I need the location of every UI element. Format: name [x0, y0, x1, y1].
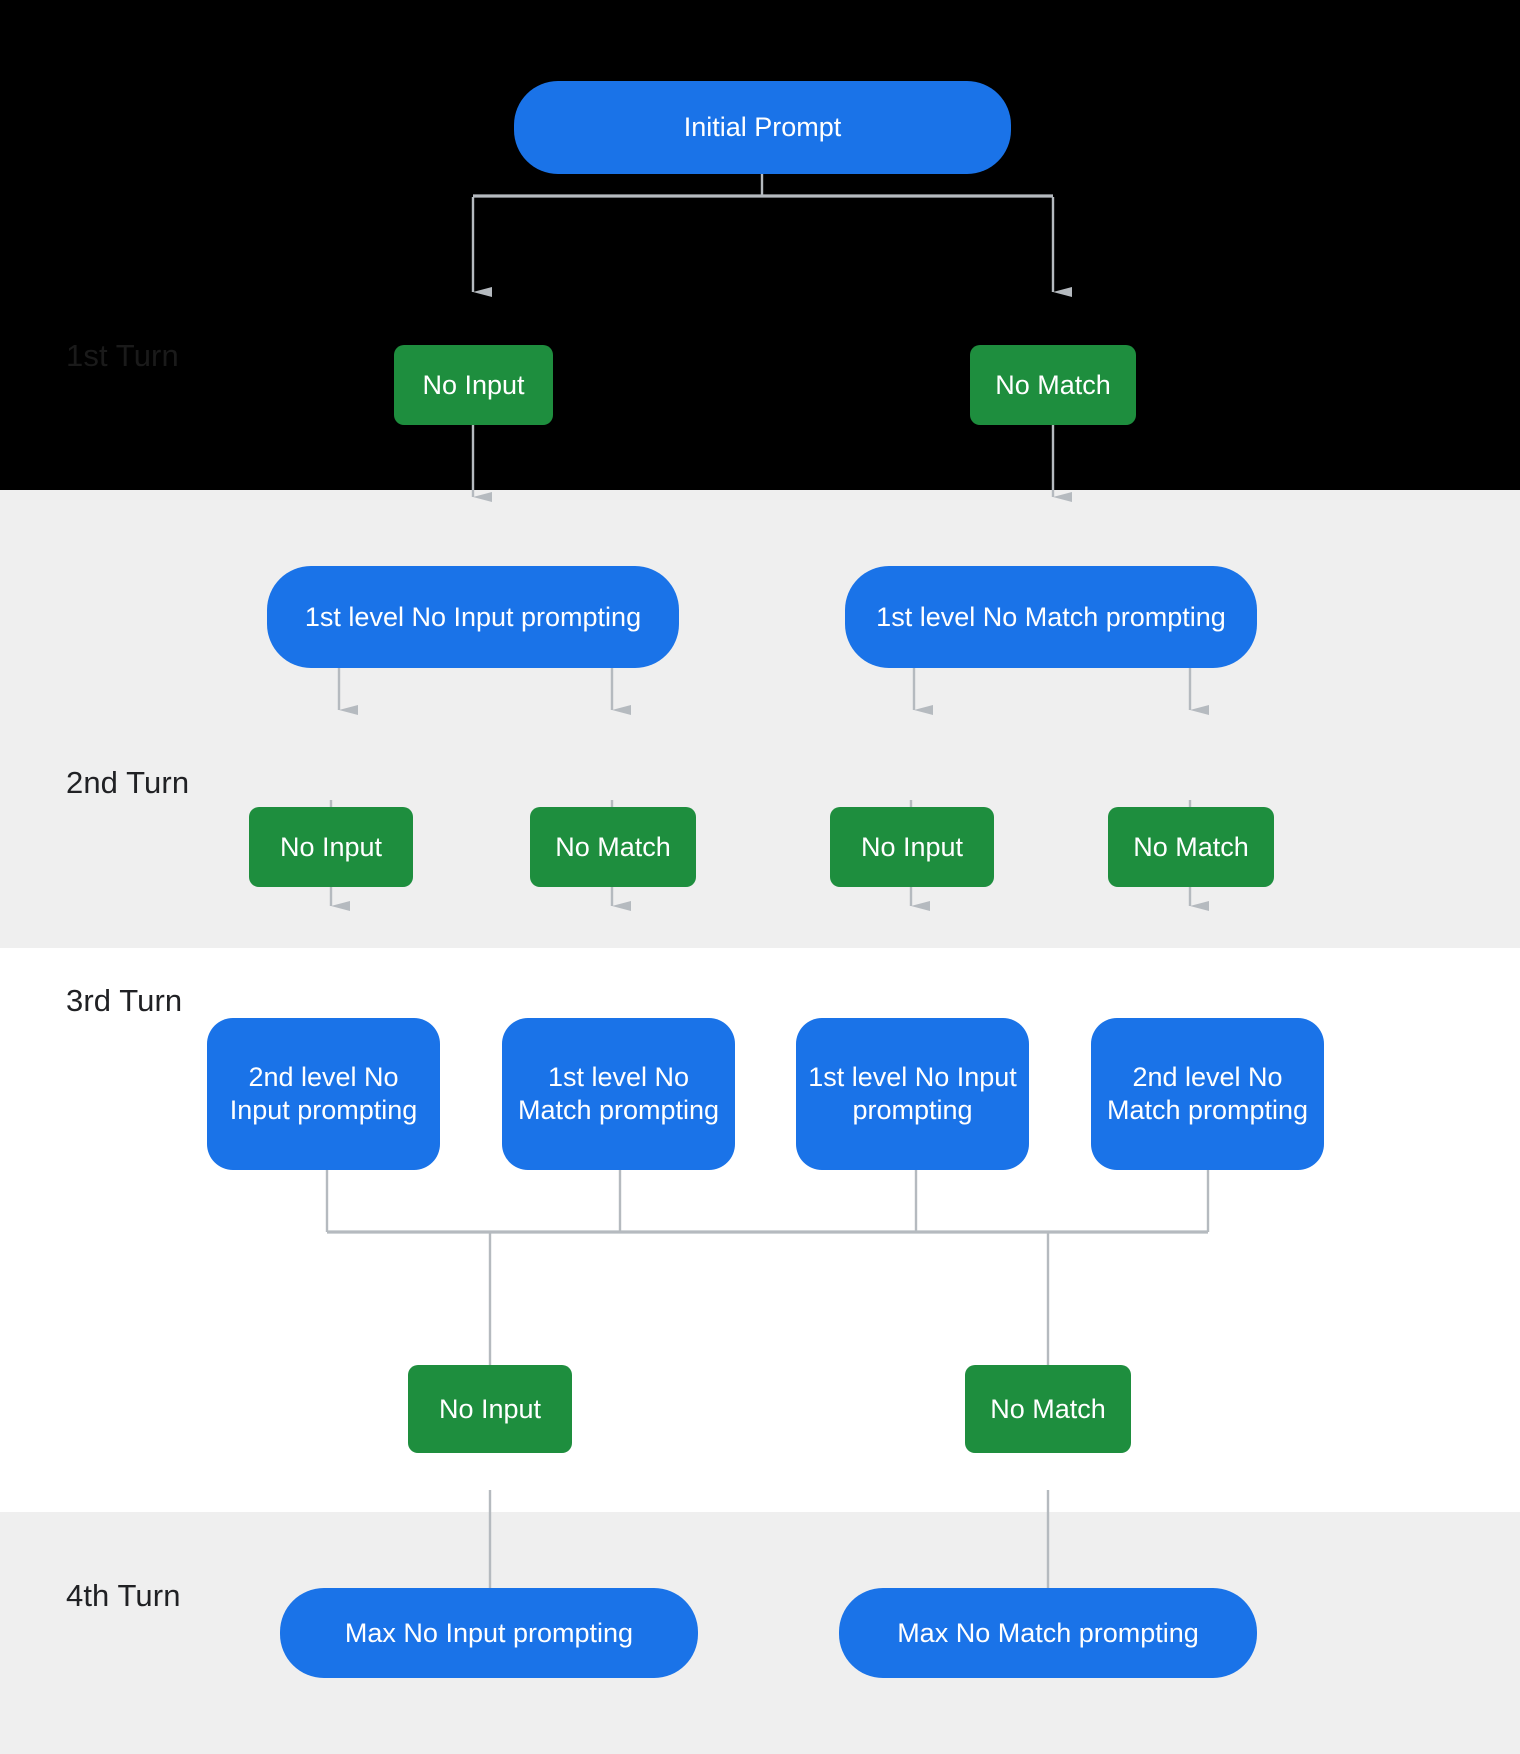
node-turn3-no-match[interactable]: No Match — [965, 1365, 1131, 1453]
node-turn2-no-input-a[interactable]: No Input — [249, 807, 413, 887]
turn-label-4th: 4th Turn — [66, 1578, 181, 1613]
node-turn3-no-input[interactable]: No Input — [408, 1365, 572, 1453]
turn-4-band — [0, 1512, 1520, 1754]
node-turn1-no-input[interactable]: No Input — [394, 345, 553, 425]
node-first-level-no-match-prompting[interactable]: 1st level No Match prompting — [845, 566, 1257, 668]
node-max-no-input-prompting[interactable]: Max No Input prompting — [280, 1588, 698, 1678]
node-second-level-no-match-prompting[interactable]: 2nd level No Match prompting — [1091, 1018, 1324, 1170]
node-first-level-no-input-prompting-2[interactable]: 1st level No Input prompting — [796, 1018, 1029, 1170]
node-first-level-no-input-prompting[interactable]: 1st level No Input prompting — [267, 566, 679, 668]
turn-label-2nd: 2nd Turn — [66, 765, 190, 800]
node-turn1-no-match[interactable]: No Match — [970, 345, 1136, 425]
turn-label-1st: 1st Turn — [66, 338, 179, 373]
node-max-no-match-prompting[interactable]: Max No Match prompting — [839, 1588, 1257, 1678]
node-turn2-no-input-b[interactable]: No Input — [830, 807, 994, 887]
node-turn2-no-match-a[interactable]: No Match — [530, 807, 696, 887]
node-initial-prompt[interactable]: Initial Prompt — [514, 81, 1011, 174]
node-first-level-no-match-prompting-2[interactable]: 1st level No Match prompting — [502, 1018, 735, 1170]
turn-label-3rd: 3rd Turn — [66, 983, 183, 1018]
node-turn2-no-match-b[interactable]: No Match — [1108, 807, 1274, 887]
node-second-level-no-input-prompting[interactable]: 2nd level No Input prompting — [207, 1018, 440, 1170]
